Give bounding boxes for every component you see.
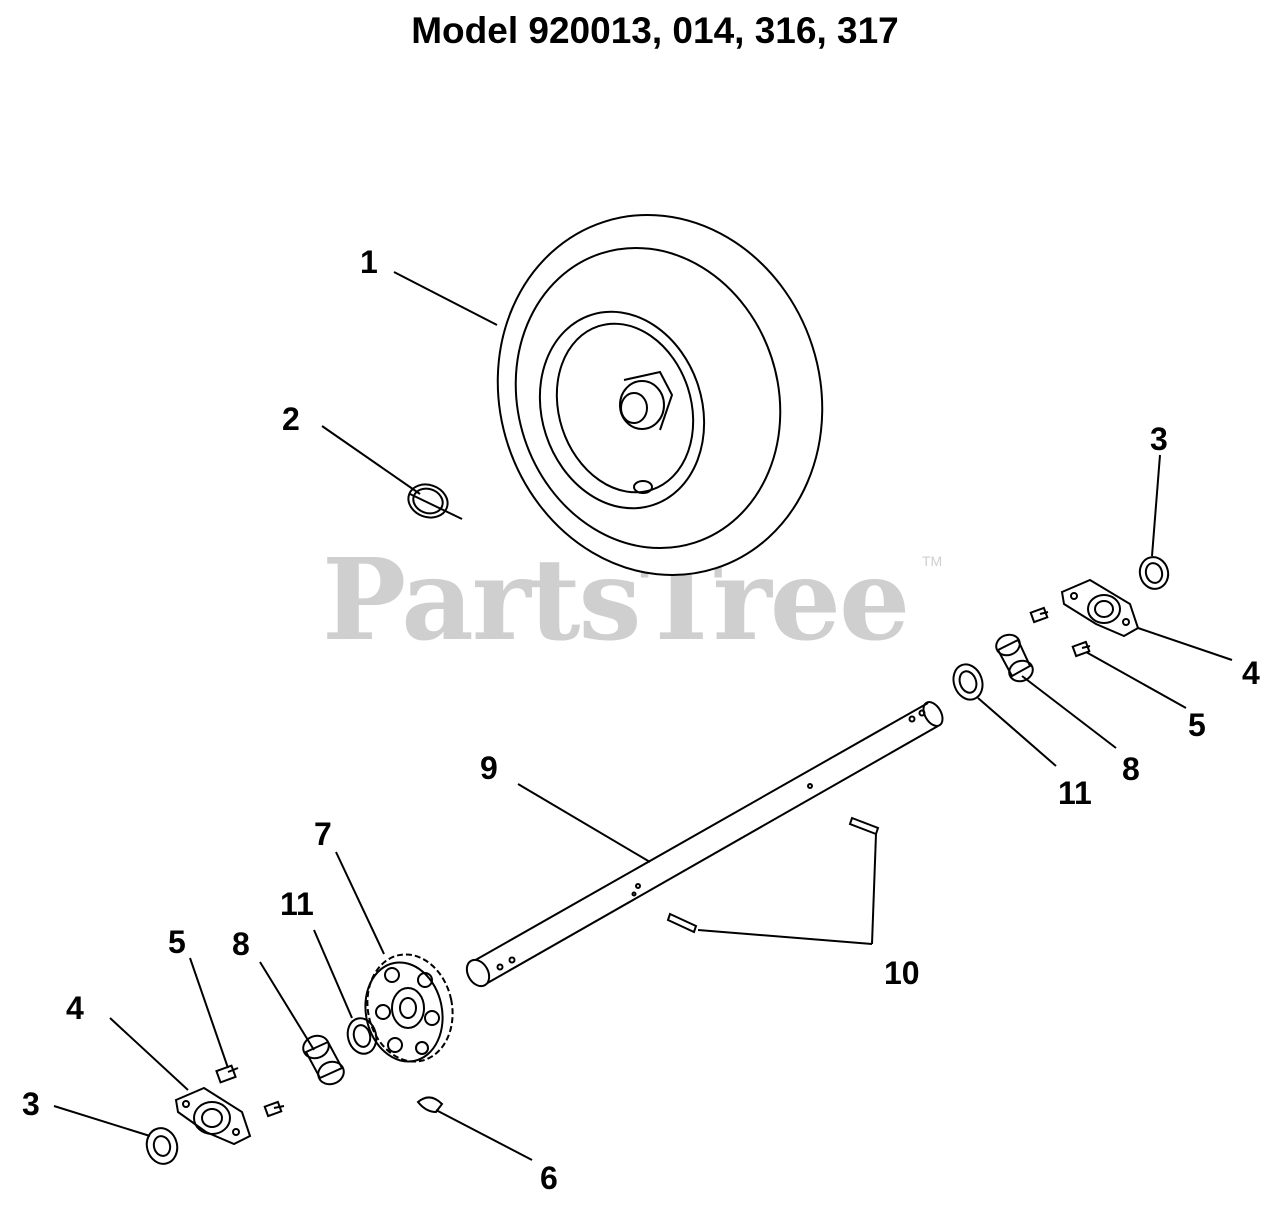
bolt-right-lower-icon [1071, 640, 1091, 658]
callout-4-right: 4 [1242, 655, 1260, 691]
roll-pin-upper-icon [848, 816, 880, 836]
callout-11-right: 11 [1058, 775, 1092, 811]
gear-icon [364, 953, 454, 1063]
callout-6: 6 [540, 1160, 558, 1196]
callout-8-left: 8 [232, 926, 250, 962]
callout-4-left: 4 [66, 990, 84, 1026]
woodruff-key-icon [416, 1096, 444, 1114]
leader-lines [53, 271, 1233, 1161]
axle-icon [465, 701, 944, 988]
callout-8-right: 8 [1122, 751, 1140, 787]
trademark-mark: TM [922, 553, 943, 569]
washer-left-icon [145, 1127, 179, 1165]
bushing-left-icon [302, 1034, 345, 1086]
callout-5-right: 5 [1188, 707, 1206, 743]
callout-3-right: 3 [1150, 421, 1168, 457]
callout-9: 9 [480, 750, 498, 786]
diagram-title: Model 920013, 014, 316, 317 [411, 10, 899, 51]
spacer-washer-right-icon [952, 663, 984, 701]
callout-1: 1 [360, 244, 378, 280]
wheel-tire-icon [496, 213, 824, 577]
bushing-right-icon [995, 633, 1034, 683]
callout-5-left: 5 [168, 924, 186, 960]
bolt-right-upper-icon [1029, 606, 1049, 624]
flange-bearing-left-icon [174, 1086, 252, 1146]
roll-pin-lower-icon [666, 912, 698, 934]
spacer-washer-left-icon [346, 1017, 378, 1055]
callout-11-left: 11 [280, 886, 314, 922]
flange-bearing-right-icon [1060, 578, 1140, 638]
callout-3-left: 3 [22, 1086, 40, 1122]
callout-7: 7 [314, 816, 332, 852]
callout-2: 2 [282, 401, 300, 437]
hairpin-clip-icon [407, 483, 463, 520]
bolt-left-upper-icon [215, 1064, 239, 1084]
bolt-left-lower-icon [263, 1100, 285, 1118]
washer-right-icon [1138, 556, 1170, 590]
callout-10: 10 [884, 955, 920, 991]
